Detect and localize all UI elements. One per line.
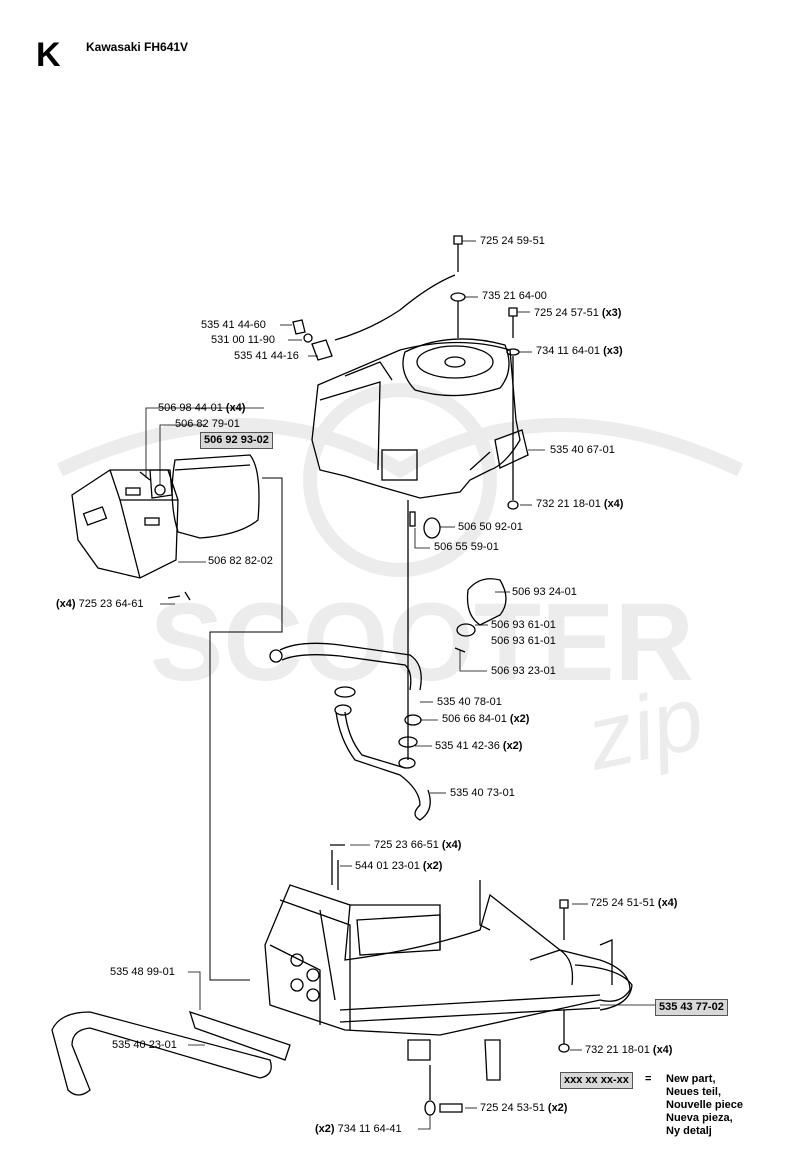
legend-line: Ny detalj — [666, 1125, 712, 1137]
oil-filter — [466, 578, 507, 626]
top-bolt — [453, 235, 463, 272]
part-label: 732 21 18-01 (x4) — [536, 498, 624, 510]
muffler — [171, 454, 260, 539]
part-label: 535 40 67-01 — [550, 444, 615, 456]
part-label: 732 21 18-01 (x4) — [585, 1044, 673, 1056]
exhaust-pipe — [279, 642, 422, 691]
section-letter: K — [36, 36, 61, 74]
part-label: 535 40 78-01 — [437, 696, 502, 708]
legend-line: New part, — [666, 1073, 716, 1085]
legend-line: Neues teil, — [666, 1086, 722, 1098]
legend-equals: = — [645, 1073, 652, 1085]
part-label: 506 93 61-01 — [491, 635, 556, 647]
new-part-box: 535 43 77-02 — [655, 999, 728, 1016]
part-label: 725 24 51-51 (x4) — [590, 897, 678, 909]
part-label: 725 24 59-51 — [480, 235, 545, 247]
part-label: 725 24 57-51 (x3) — [534, 307, 622, 319]
page-title: Kawasaki FH641V — [86, 40, 189, 54]
new-part-box: 506 92 93-02 — [200, 432, 273, 449]
part-label: 506 93 61-01 — [491, 619, 556, 631]
engine-flywheel-cover — [402, 338, 510, 397]
bumper-bracket — [189, 1010, 291, 1061]
legend-placeholder-box: xxx xx xx-xx — [560, 1072, 633, 1089]
leader-tube — [209, 477, 283, 981]
part-label: 535 48 99-01 — [110, 966, 175, 978]
part-label: 506 82 82-02 — [208, 555, 273, 567]
part-label: 725 24 53-51 (x2) — [480, 1102, 568, 1114]
part-label: (x4) 725 23 64-61 — [56, 598, 144, 610]
muffler-heat-shield — [71, 469, 179, 579]
part-label: 535 40 23-01 — [112, 1039, 177, 1051]
part-label: 531 00 11-90 — [211, 334, 276, 346]
part-label: 535 41 44-60 — [201, 319, 266, 331]
part-label: 535 41 42-36 (x2) — [435, 740, 523, 752]
legend-text: New part, Neues teil, Nouvelle piece Nue… — [666, 1073, 743, 1138]
part-label: 735 21 64-00 — [482, 290, 547, 302]
legend-line: Nouvelle piece — [666, 1099, 744, 1111]
exhaust-pipe-lower — [335, 711, 431, 821]
engine-housing — [311, 341, 521, 499]
throttle-cable — [334, 274, 456, 341]
part-label: 506 55 59-01 — [434, 541, 499, 553]
part-label: 734 11 64-01 (x3) — [536, 345, 623, 357]
part-label: 535 41 44-16 — [234, 350, 299, 362]
part-label: 506 93 24-01 — [512, 586, 577, 598]
part-label: 506 93 23-01 — [491, 665, 556, 677]
part-label: 506 50 92-01 — [458, 521, 523, 533]
part-label: (x2) 734 11 64-41 — [315, 1123, 402, 1135]
part-label: 535 40 73-01 — [450, 787, 515, 799]
part-label: 506 66 84-01 (x2) — [442, 713, 530, 725]
part-label: 506 98 44-01 (x4) — [158, 402, 246, 414]
part-label: 725 23 66-51 (x4) — [374, 839, 462, 851]
part-label: 544 01 23-01 (x2) — [355, 860, 443, 872]
legend-line: Nueva pieza, — [666, 1112, 733, 1124]
front-bumper — [51, 1011, 272, 1096]
side-bolt — [508, 307, 518, 338]
part-label: 506 82 79-01 — [175, 418, 240, 430]
